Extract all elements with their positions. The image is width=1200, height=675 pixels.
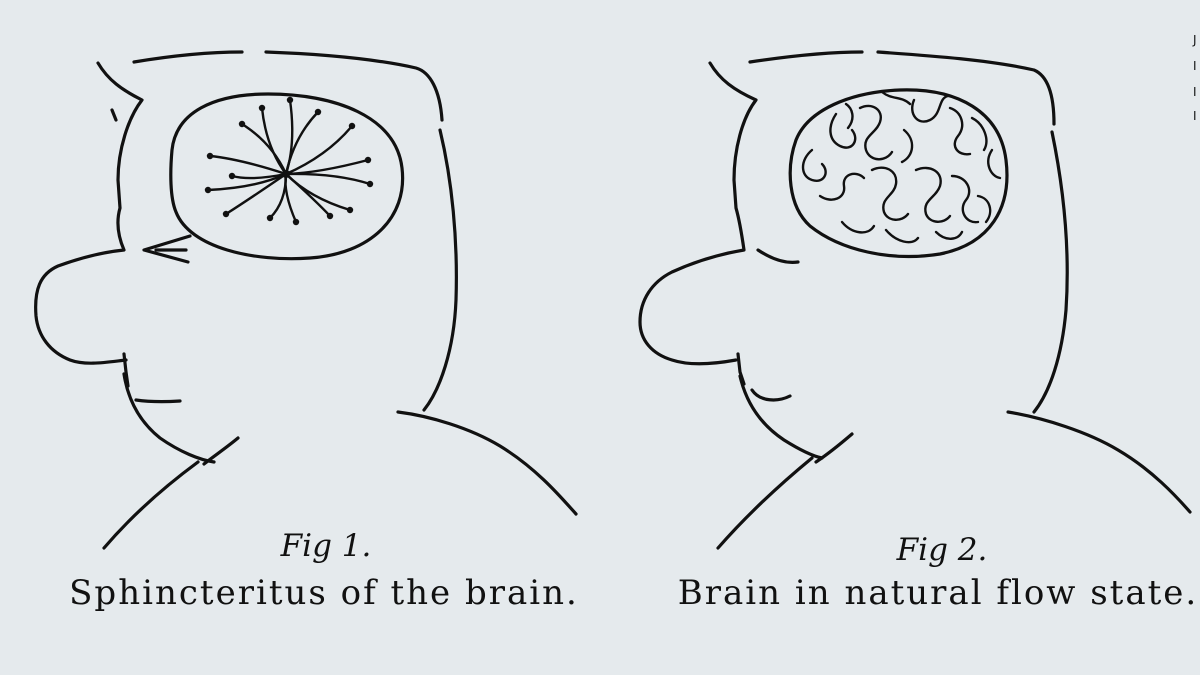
ray-end-dot — [286, 96, 294, 104]
fig-1-caption: Sphincteritus of the brain. — [69, 573, 579, 613]
figure-1 — [34, 50, 578, 550]
ray-end-dot — [222, 210, 230, 218]
fig-2-caption: Brain in natural flow state. — [678, 573, 1198, 613]
sphincter-ray — [284, 172, 332, 218]
figure-2 — [638, 50, 1192, 550]
ray-end-dot — [292, 218, 300, 226]
edge-glyph: I — [1193, 85, 1197, 99]
fig-2-label: Fig 2. — [896, 532, 988, 568]
ray-end-dot — [326, 212, 334, 220]
flow-brain — [788, 88, 1009, 258]
ray-end-dot — [348, 122, 356, 130]
ray-end-dot — [258, 104, 266, 112]
sphincter-ray — [260, 106, 288, 176]
ray-end-dot — [228, 172, 236, 180]
ray-end-dot — [314, 108, 322, 116]
edge-glyphs: J I I I — [1192, 33, 1197, 123]
sphincter-ray — [284, 110, 320, 176]
edge-glyph: I — [1193, 59, 1197, 73]
sphincter-ray — [206, 172, 288, 192]
head-outline-2 — [638, 50, 1192, 550]
edge-glyph: I — [1193, 109, 1197, 123]
sphincter-ray — [268, 172, 288, 220]
sphincter-brain — [169, 92, 405, 261]
head-outline-1 — [34, 50, 578, 550]
ray-end-dot — [238, 120, 246, 128]
sphincter-ray — [230, 172, 288, 180]
ray-end-dot — [366, 180, 374, 188]
ray-end-dot — [266, 214, 274, 222]
sphincter-ray — [208, 154, 288, 176]
ray-end-dot — [346, 206, 354, 214]
ray-end-dot — [206, 152, 214, 160]
sphincter-ray — [284, 124, 354, 176]
sphincter-center-dot — [282, 170, 290, 178]
edge-glyph: J — [1192, 33, 1197, 47]
sphincter-ray — [284, 172, 372, 186]
sphincter-ray — [224, 172, 288, 216]
fig-1-label: Fig 1. — [280, 528, 372, 564]
ray-end-dot — [204, 186, 212, 194]
ray-end-dot — [364, 156, 372, 164]
arrow-left-icon — [142, 234, 192, 264]
